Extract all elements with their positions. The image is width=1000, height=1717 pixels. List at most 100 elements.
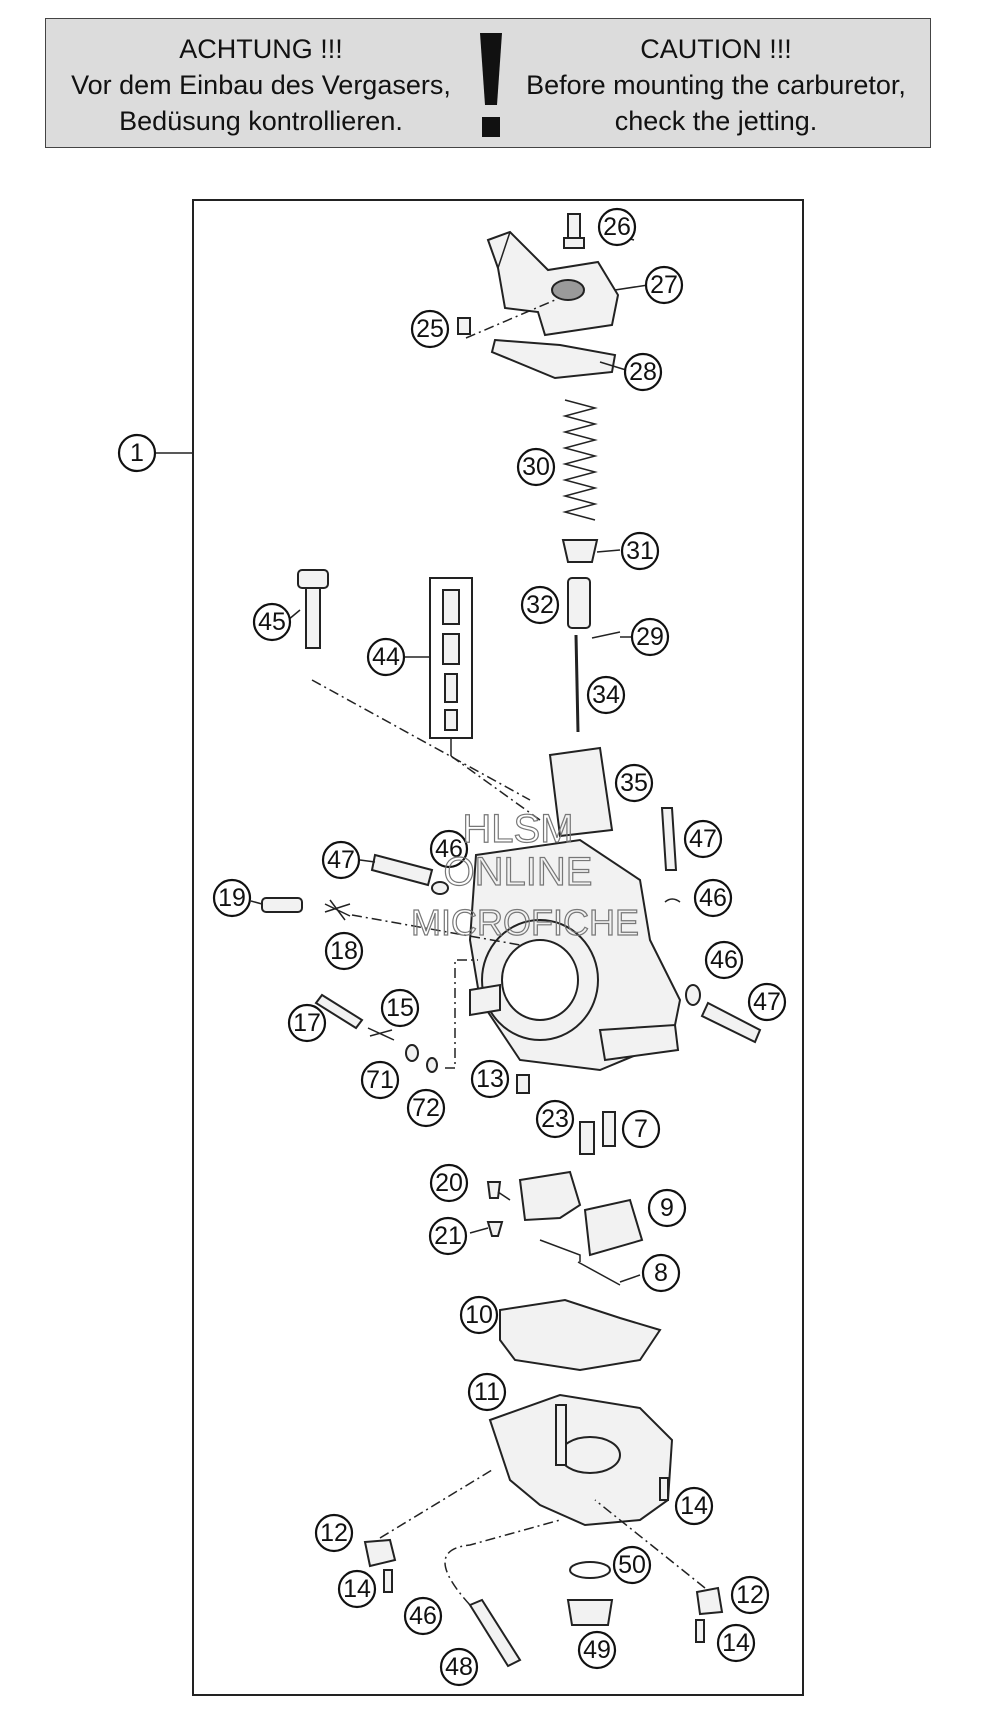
svg-text:10: 10 bbox=[465, 1301, 493, 1329]
svg-text:9: 9 bbox=[660, 1194, 674, 1222]
svg-text:34: 34 bbox=[592, 681, 620, 709]
callout-14-right: 14 bbox=[674, 1486, 714, 1526]
svg-text:14: 14 bbox=[680, 1492, 708, 1520]
carburetor-body-part bbox=[468, 838, 682, 1072]
svg-text:21: 21 bbox=[434, 1222, 462, 1250]
svg-text:14: 14 bbox=[343, 1575, 371, 1603]
watermark-line3: MICROFICHE bbox=[411, 902, 639, 943]
watermark-line1: HLSM bbox=[462, 807, 573, 851]
hose-clamp-right-bottom bbox=[685, 984, 701, 1006]
caution-english-line1: Before mounting the carburetor, bbox=[526, 70, 906, 100]
svg-text:7: 7 bbox=[634, 1115, 648, 1143]
callout-28: 28 bbox=[623, 352, 663, 392]
callout-18: 18 bbox=[324, 931, 364, 971]
callout-47-right-top: 47 bbox=[683, 819, 723, 859]
callout-72: 72 bbox=[406, 1088, 446, 1128]
svg-text:46: 46 bbox=[435, 835, 463, 863]
top-cover-part bbox=[486, 230, 620, 337]
callout-44: 44 bbox=[366, 637, 406, 677]
callout-12-right: 12 bbox=[730, 1575, 770, 1615]
callouts: 1 26 27 25 28 30 31 32 29 45 44 34 35 47… bbox=[117, 207, 787, 1687]
svg-text:18: 18 bbox=[330, 937, 358, 965]
svg-text:71: 71 bbox=[366, 1066, 394, 1094]
svg-text:47: 47 bbox=[327, 846, 355, 874]
svg-text:35: 35 bbox=[620, 769, 648, 797]
drain-plug-oring-part bbox=[569, 1561, 611, 1579]
callout-31: 31 bbox=[620, 531, 660, 571]
callout-46-right-bottom: 46 bbox=[704, 940, 744, 980]
callout-29: 29 bbox=[630, 617, 670, 657]
callout-23: 23 bbox=[535, 1099, 575, 1139]
caution-german-title: ACHTUNG !!! bbox=[179, 34, 343, 64]
svg-text:8: 8 bbox=[654, 1259, 668, 1287]
svg-text:46: 46 bbox=[699, 884, 727, 912]
float-pin-part bbox=[577, 1261, 621, 1286]
callout-15: 15 bbox=[380, 988, 420, 1028]
jet-kit-part bbox=[429, 577, 541, 821]
callout-7: 7 bbox=[621, 1109, 661, 1149]
assembly-frame bbox=[192, 199, 804, 1696]
caution-english: CAUTION !!! Before mounting the carburet… bbox=[501, 31, 931, 139]
cover-gasket-part bbox=[490, 338, 617, 380]
callout-10: 10 bbox=[459, 1295, 499, 1335]
choke-plunger-part bbox=[314, 959, 478, 1073]
svg-text:12: 12 bbox=[736, 1581, 764, 1609]
svg-text:31: 31 bbox=[626, 537, 654, 565]
callout-8: 8 bbox=[641, 1253, 681, 1293]
callout-21: 21 bbox=[428, 1216, 468, 1256]
svg-text:49: 49 bbox=[583, 1636, 611, 1664]
float-needle-seat-part bbox=[486, 1221, 504, 1237]
main-jet-small-part bbox=[516, 1074, 530, 1094]
svg-text:14: 14 bbox=[722, 1629, 750, 1657]
float-part bbox=[518, 1170, 644, 1262]
callout-14-bottom: 14 bbox=[716, 1623, 756, 1663]
caution-german-line2: Bedüsung kontrollieren. bbox=[119, 106, 403, 136]
hose-clamp-right-top bbox=[664, 898, 681, 903]
callout-26: 26 bbox=[597, 207, 637, 247]
svg-text:20: 20 bbox=[435, 1169, 463, 1197]
float-bowl-gasket-part bbox=[499, 1298, 662, 1372]
callout-17: 17 bbox=[287, 1003, 327, 1043]
callout-32: 32 bbox=[520, 585, 560, 625]
exclamation-icon bbox=[480, 33, 502, 137]
caution-german-line1: Vor dem Einbau des Vergasers, bbox=[71, 70, 451, 100]
watermark-line2: ONLINE bbox=[444, 850, 593, 894]
svg-text:72: 72 bbox=[412, 1094, 440, 1122]
needle-holder-part bbox=[567, 577, 591, 629]
callout-45: 45 bbox=[252, 602, 292, 642]
callout-9: 9 bbox=[647, 1188, 687, 1228]
nipple-part bbox=[563, 213, 585, 249]
cover-screw-part bbox=[457, 299, 556, 339]
callout-48: 48 bbox=[439, 1647, 479, 1687]
svg-text:29: 29 bbox=[636, 623, 664, 651]
svg-text:27: 27 bbox=[650, 271, 678, 299]
callout-25: 25 bbox=[410, 309, 450, 349]
bowl-clamp-left-part bbox=[363, 1538, 397, 1568]
callout-47-left: 47 bbox=[321, 840, 361, 880]
svg-text:17: 17 bbox=[293, 1009, 321, 1037]
callout-49: 49 bbox=[577, 1630, 617, 1670]
callout-50: 50 bbox=[612, 1545, 652, 1585]
hose-clamp-left bbox=[431, 881, 449, 895]
float-bowl-part bbox=[488, 1393, 674, 1527]
svg-text:25: 25 bbox=[416, 315, 444, 343]
svg-text:32: 32 bbox=[526, 591, 554, 619]
drain-hose-part bbox=[468, 1598, 522, 1668]
svg-text:45: 45 bbox=[258, 608, 286, 636]
callout-34: 34 bbox=[586, 675, 626, 715]
drain-plug-part bbox=[566, 1599, 614, 1626]
callout-27: 27 bbox=[644, 265, 684, 305]
pilot-jet-part bbox=[579, 1121, 595, 1155]
callout-11: 11 bbox=[467, 1372, 507, 1412]
svg-text:26: 26 bbox=[603, 213, 631, 241]
jet-needle-part bbox=[574, 634, 580, 733]
vent-hose-left-part bbox=[370, 853, 434, 887]
needle-clip-part bbox=[591, 631, 621, 639]
bowl-screw-left-part bbox=[383, 1569, 393, 1593]
throttle-spring-part bbox=[562, 399, 598, 521]
vent-hose-right-top-part bbox=[660, 807, 678, 871]
svg-text:44: 44 bbox=[372, 643, 400, 671]
svg-text:46: 46 bbox=[710, 946, 738, 974]
svg-text:15: 15 bbox=[386, 994, 414, 1022]
